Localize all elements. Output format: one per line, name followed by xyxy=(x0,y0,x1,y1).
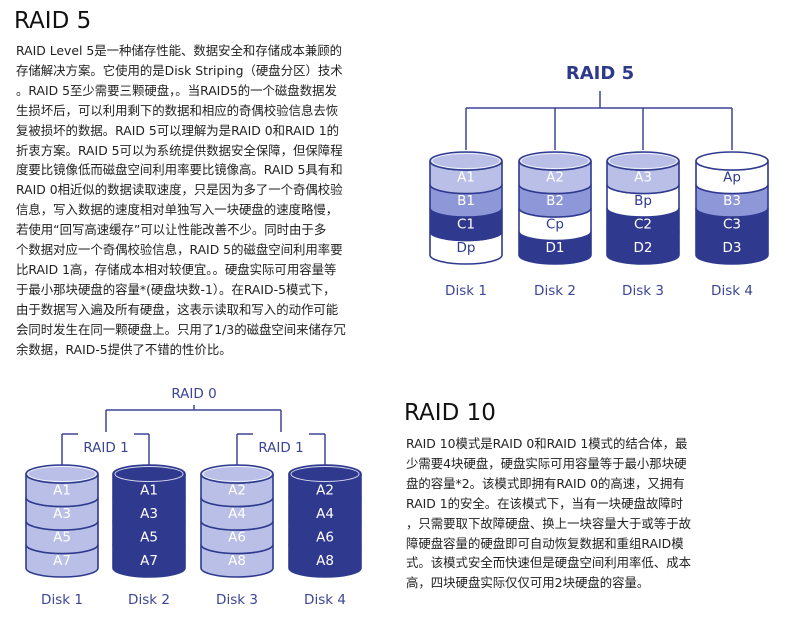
raid10-line: 少需要4块硬盘，硬盘实际可用容量等于最小那块硬 xyxy=(406,455,687,471)
raid10-line: 高，四块硬盘实际仅仅可用2块硬盘的容量。 xyxy=(406,575,650,591)
raid5-disk-label: Disk 4 xyxy=(711,283,753,299)
raid5-line: 会同时发生在同一颗硬盘上。只用了1/3的磁盘空间来储存冗 xyxy=(16,321,346,337)
disk-block-label: A2 xyxy=(546,169,564,185)
disk-block-label: Dp xyxy=(457,240,476,256)
raid5-disk-label: Disk 3 xyxy=(622,283,664,299)
raid10-group-label: RAID 1 xyxy=(83,440,128,456)
disk-block-label: B2 xyxy=(546,193,564,209)
disk-top xyxy=(606,151,680,171)
raid5-line: 比RAID 1高，存储成本相对较便宜。。硬盘实际可用容量等 xyxy=(16,261,337,277)
disk-block-label: Cp xyxy=(546,216,564,232)
disk-block-label: A1 xyxy=(140,482,158,498)
raid10-line: 盘的容量*2。该模式即拥有RAID 0的高速，又拥有 xyxy=(406,475,685,491)
disk-top xyxy=(288,464,362,484)
disk-block-label: D1 xyxy=(546,240,565,256)
disk-top xyxy=(429,151,503,171)
disk-block-label: C3 xyxy=(723,216,741,232)
disk-block-label: A6 xyxy=(316,529,334,545)
disk-block-label: A6 xyxy=(228,529,246,545)
raid10-top-label: RAID 0 xyxy=(171,386,216,402)
disk-block-label: A7 xyxy=(53,553,71,569)
disk-block-label: A3 xyxy=(140,506,158,522)
raid5-line: 信息，写入数据的速度相对单独写入一块硬盘的速度略慢， xyxy=(16,202,339,218)
raid10-line: 式。该模式安全而快速但是硬盘空间利用率低、成本 xyxy=(406,555,691,571)
disk-block-label: D2 xyxy=(634,240,653,256)
raid10-line: RAID 10模式是RAID 0和RAID 1模式的结合体，最 xyxy=(406,436,688,451)
raid10-line: RAID 1的安全。在该模式下，当有一块硬盘故障时 xyxy=(406,495,684,511)
disk-block-label: A4 xyxy=(316,506,334,522)
disk-block-label: C1 xyxy=(457,216,475,232)
raid5-line: 若使用“回写高速缓存”可以让性能改善不少。同时由于多 xyxy=(16,222,327,238)
raid10-disk-label: Disk 1 xyxy=(41,592,83,608)
disk-block-label: A7 xyxy=(140,553,158,569)
disk-block-label: B1 xyxy=(457,193,475,209)
disk-top xyxy=(518,151,592,171)
raid5-diagram-title: RAID 5 xyxy=(566,63,634,84)
disk-block-label: A2 xyxy=(228,482,246,498)
disk-top xyxy=(200,464,274,484)
raid5-heading: RAID 5 xyxy=(14,8,92,34)
disk-top xyxy=(25,464,99,484)
raid10-line: 障硬盘容量的硬盘即可自动恢复数据和重组RAID模 xyxy=(406,535,684,551)
raid10-disk-label: Disk 3 xyxy=(216,592,258,608)
disk-block-label: A5 xyxy=(53,529,71,545)
disk-block-label: A5 xyxy=(140,529,158,545)
raid10-paragraph: RAID 10模式是RAID 0和RAID 1模式的结合体，最少需要4块硬盘，硬… xyxy=(406,434,691,593)
disk-block-label: A3 xyxy=(53,506,71,522)
raid5-line: 生损坏后，可以利用剩下的数据和相应的奇偶校验信息去恢 xyxy=(16,102,339,118)
disk-block-label: A1 xyxy=(457,169,475,185)
raid5-line: 复被损坏的数据。RAID 5可以理解为是RAID 0和RAID 1的 xyxy=(16,122,340,138)
raid10-heading: RAID 10 xyxy=(404,400,496,426)
raid5-line: RAID Level 5是一种储存性能、数据安全和存储成本兼顾的 xyxy=(16,43,343,58)
disk-block-label: D3 xyxy=(723,240,742,256)
disk-block-label: Bp xyxy=(634,193,652,209)
raid5-line: 由于数据写入遍及所有硬盘，这表示读取和写入的动作可能 xyxy=(16,301,339,317)
disk-block-label: A2 xyxy=(316,482,334,498)
raid5-disk-label: Disk 1 xyxy=(445,283,487,299)
disk-block-label: C2 xyxy=(634,216,652,232)
raid5-paragraph: RAID Level 5是一种储存性能、数据安全和存储成本兼顾的存储解决方案。它… xyxy=(16,41,346,360)
raid10-group-label: RAID 1 xyxy=(258,440,303,456)
disk-block-label: A8 xyxy=(228,553,246,569)
raid5-disk-label: Disk 2 xyxy=(534,283,576,299)
disk-top xyxy=(695,151,769,171)
raid5-line: 于最小那块硬盘的容量*(硬盘块数-1）。在RAID-5模式下， xyxy=(16,281,336,297)
raid5-line: 存储解决方案。它使用的是Disk Striping（硬盘分区）技术 xyxy=(16,62,343,78)
disk-top xyxy=(112,464,186,484)
disk-block-label: Ap xyxy=(723,169,741,185)
raid5-line: 度要比镜像低而磁盘空间利用率要比镜像高。RAID 5具有和 xyxy=(16,162,343,178)
disk-block-label: A8 xyxy=(316,553,334,569)
raid10-line: ，只需要取下故障硬盘、换上一块容量大于或等于故 xyxy=(406,515,691,531)
disk-block-label: B3 xyxy=(723,193,741,209)
disk-block-label: A1 xyxy=(53,482,71,498)
raid5-line: 折衷方案。RAID 5可以为系统提供数据安全保障，但保障程 xyxy=(16,142,343,158)
raid5-line: 。RAID 5至少需要三颗硬盘，。当RAID5的一个磁盘数据发 xyxy=(16,82,337,98)
disk-block-label: A4 xyxy=(228,506,246,522)
raid5-line: 余数据，RAID-5提供了不错的性价比。 xyxy=(16,341,232,357)
raid5-line: 个数据对应一个奇偶校验信息，RAID 5的磁盘空间利用率要 xyxy=(16,242,343,258)
raid10-disk-label: Disk 4 xyxy=(304,592,346,608)
disk-block-label: A3 xyxy=(634,169,652,185)
raid10-disk-label: Disk 2 xyxy=(128,592,170,608)
raid5-line: RAID 0相近似的数据读取速度，只是因为多了一个奇偶校验 xyxy=(16,182,343,198)
